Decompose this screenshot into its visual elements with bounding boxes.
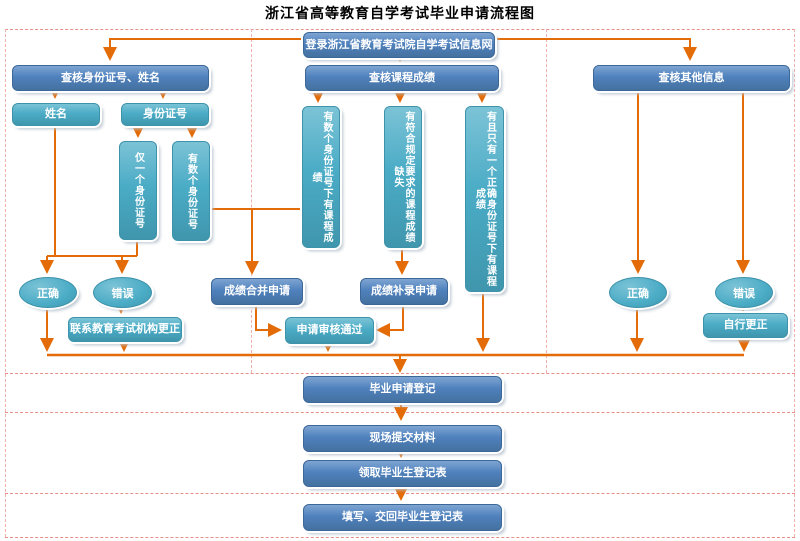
node-id-number: 身份证号 <box>121 103 209 126</box>
node-scores-missing: 有符合规定要求的课程成绩缺失 <box>384 106 422 248</box>
node-supplement-apply: 成绩补录申请 <box>360 278 448 305</box>
node-review-passed: 申请审核通过 <box>285 317 374 344</box>
node-name: 姓名 <box>12 103 100 126</box>
divider-top <box>5 29 795 30</box>
divider-column-1 <box>251 29 252 373</box>
divider-band3-bottom <box>5 493 795 494</box>
node-login: 登录浙江省教育考试院自学考试信息网 <box>303 32 495 58</box>
divider-bottom <box>5 537 795 538</box>
node-scores-under-one-id: 有且只有一个正确身份证号下有课程成绩 <box>465 106 504 292</box>
node-check-other: 查核其他信息 <box>593 65 790 91</box>
node-receive-form: 领取毕业生登记表 <box>303 460 502 487</box>
node-only-one-id: 仅一个身份证号 <box>119 141 157 240</box>
diagram-title: 浙江省高等教育自学考试毕业申请流程图 <box>265 6 535 22</box>
node-several-ids: 有数个身份证号 <box>172 141 210 241</box>
divider-column-2 <box>546 29 547 373</box>
node-self-fix: 自行更正 <box>703 313 788 338</box>
divider-right-edge <box>794 29 795 537</box>
node-grad-register: 毕业申请登记 <box>303 376 502 403</box>
node-scores-under-several-ids: 有数个身份证号下有课程成绩 <box>302 106 340 248</box>
divider-band2-bottom <box>5 412 795 413</box>
node-merge-apply: 成绩合并申请 <box>211 278 303 305</box>
node-check-id-name: 查核身份证号、姓名 <box>12 65 209 91</box>
node-submit-materials: 现场提交材料 <box>303 425 502 452</box>
node-correct-right: 正确 <box>609 277 667 308</box>
divider-left-edge <box>5 29 6 537</box>
node-error-right: 错误 <box>715 277 773 308</box>
node-fill-return-form: 填写、交回毕业生登记表 <box>303 504 502 531</box>
node-error-left: 错误 <box>93 277 152 308</box>
node-contact-fix: 联系教育考试机构更正 <box>68 317 182 342</box>
divider-band1-bottom <box>5 373 795 374</box>
node-check-scores: 查核课程成绩 <box>305 65 499 91</box>
node-correct-left: 正确 <box>19 277 77 308</box>
